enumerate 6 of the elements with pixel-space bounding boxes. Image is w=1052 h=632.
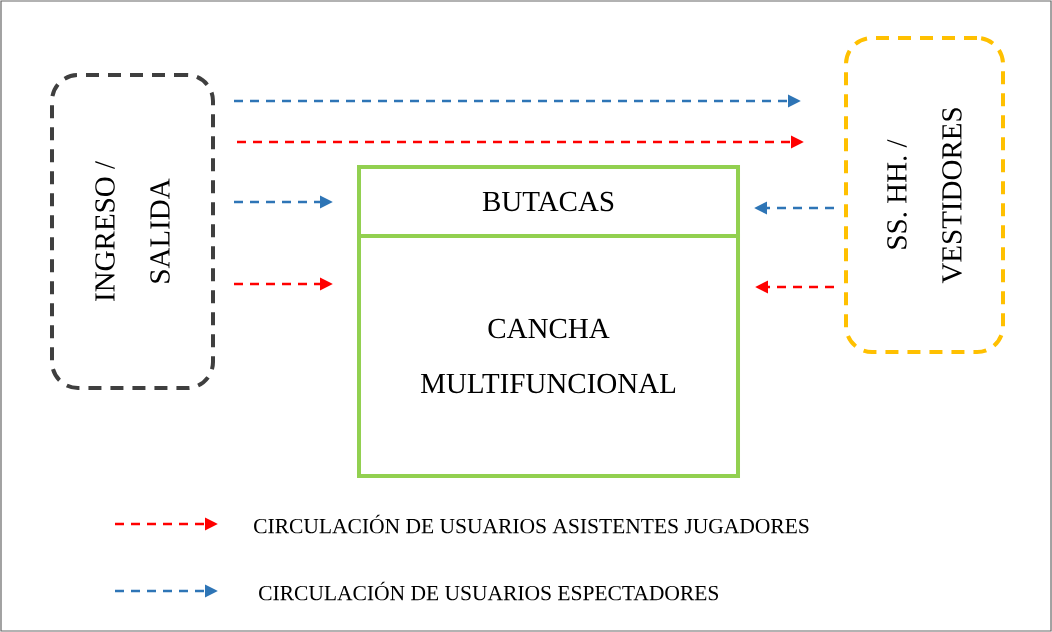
legend-label: CIRCULACIÓN DE USUARIOS ASISTENTES JUGADORES bbox=[254, 514, 809, 534]
legend-label: CIRCULACIÓN DE USUARIOS ESPECTADORES bbox=[259, 581, 718, 601]
seating-box: BUTACAS bbox=[357, 165, 740, 238]
area-box: INGRESO / SALIDA bbox=[50, 73, 215, 390]
court-box: CANCHA MULTIFUNCIONAL bbox=[357, 234, 740, 478]
area-box: SS. HH. / VESTIDORES bbox=[844, 36, 1005, 354]
